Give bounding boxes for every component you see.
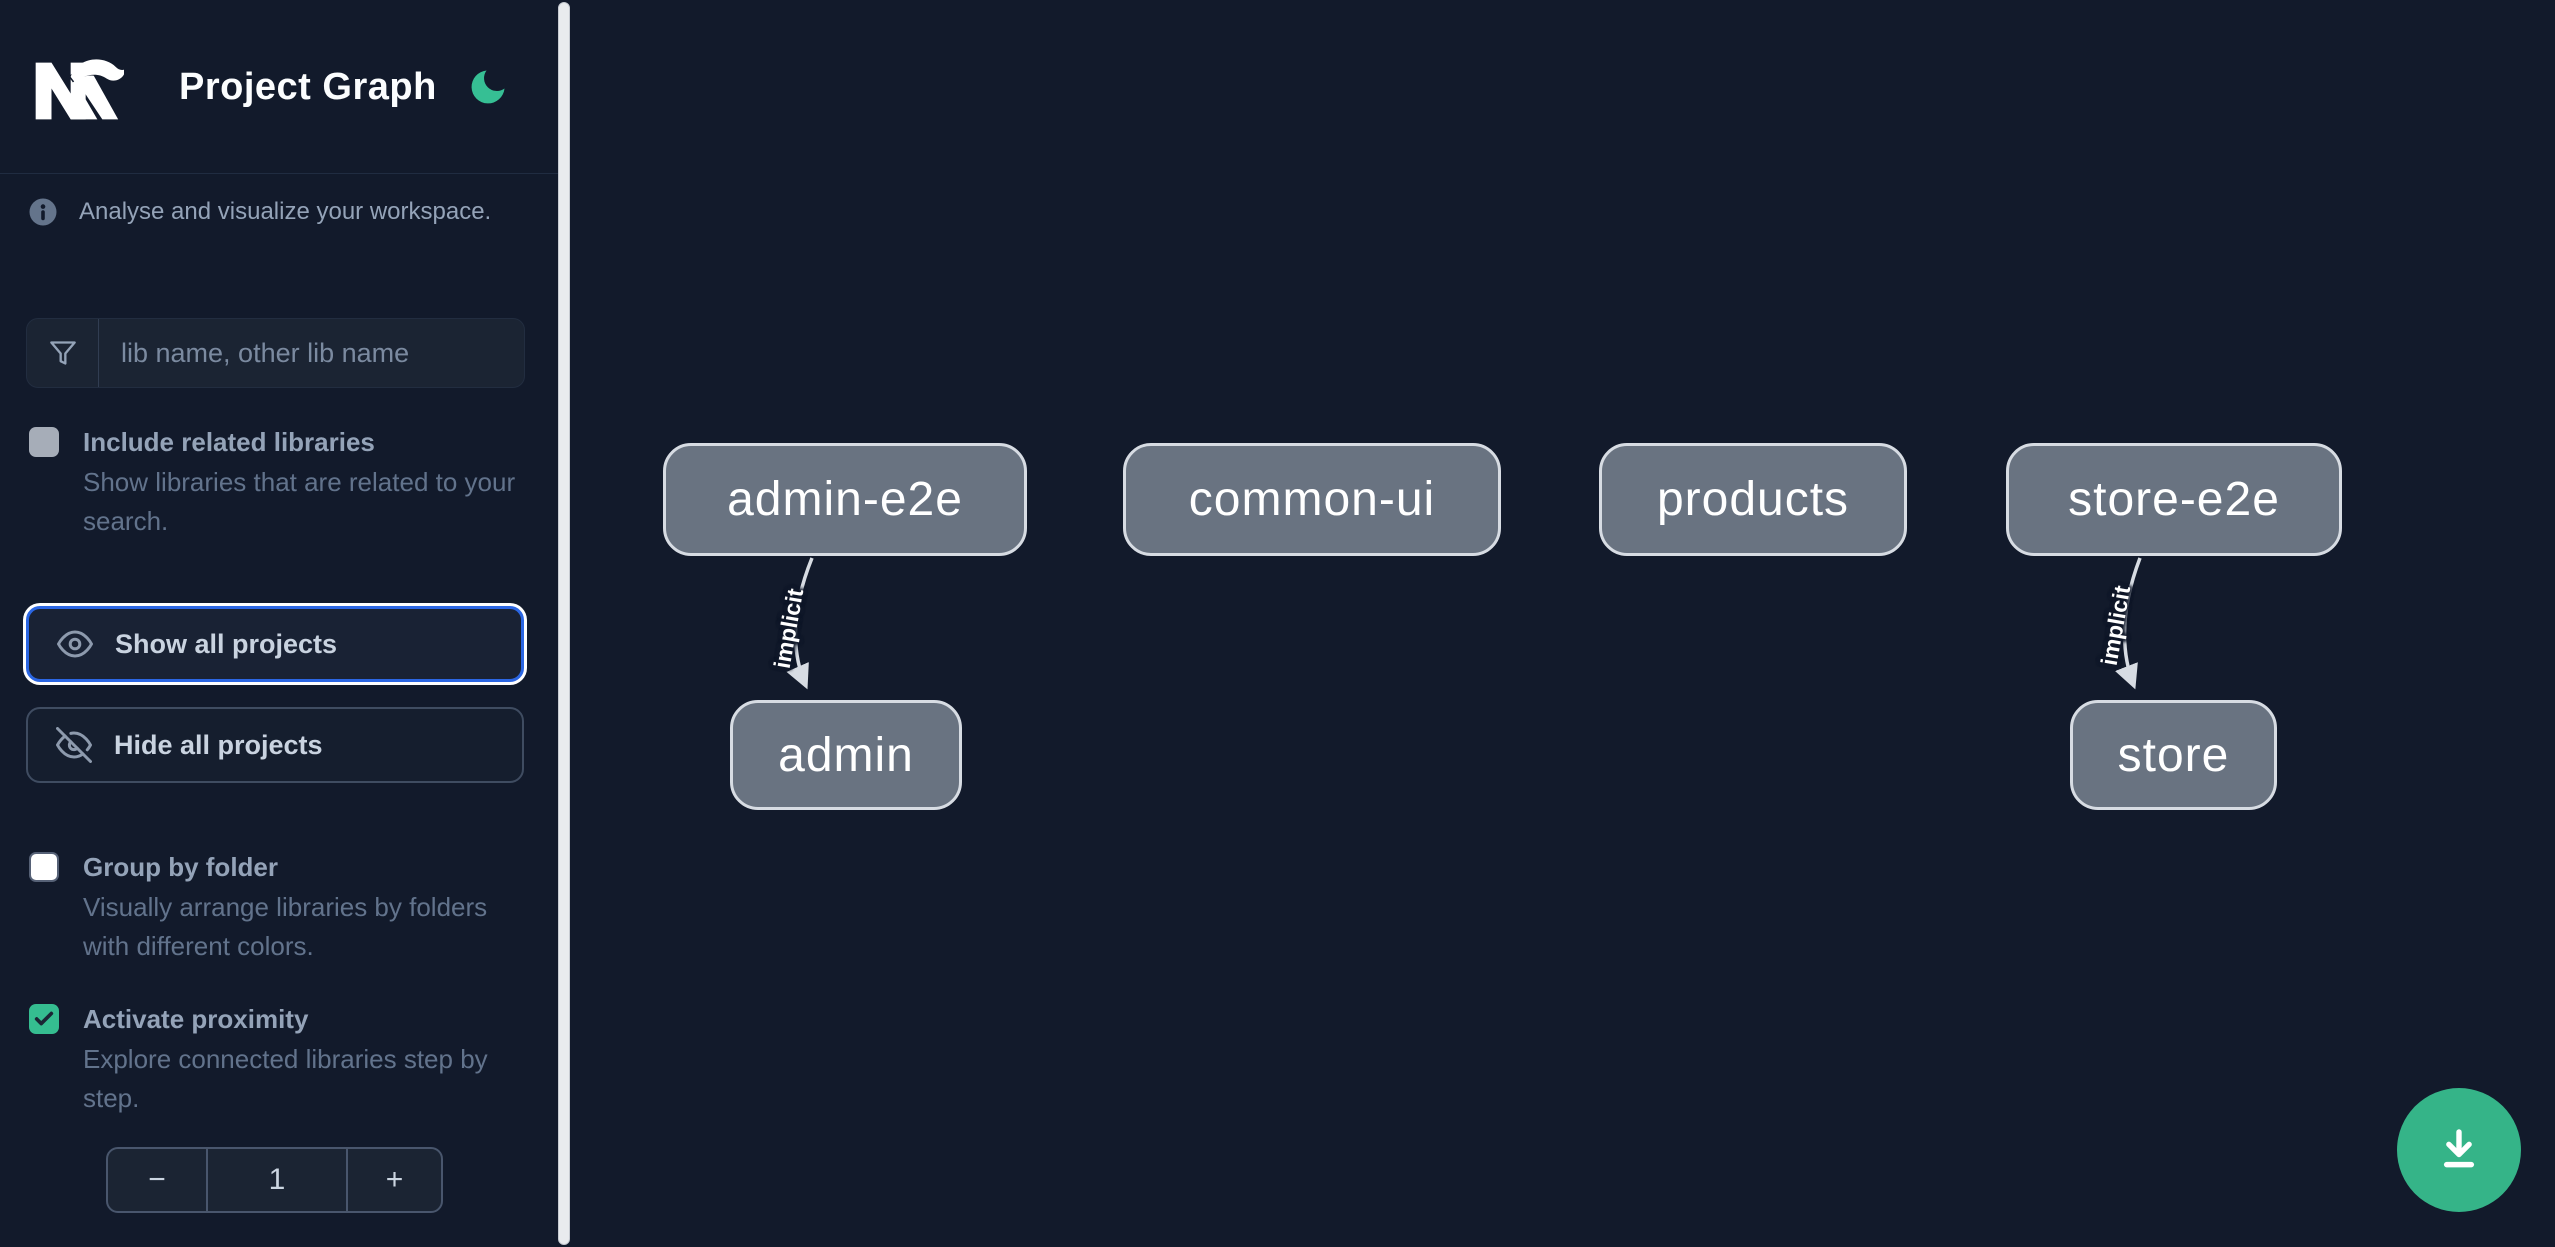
eye-off-icon (56, 727, 92, 763)
graph-node-common-ui[interactable]: common-ui (1123, 443, 1501, 556)
include-related-description: Show libraries that are related to your … (83, 467, 516, 536)
group-by-folder-checkbox[interactable] (29, 852, 59, 882)
sidebar: Project Graph Analyse and visualize your… (0, 0, 558, 1247)
info-text: Analyse and visualize your workspace. (79, 198, 492, 225)
search-input[interactable] (99, 319, 524, 387)
theme-toggle-button[interactable] (458, 60, 518, 116)
activate-proximity-checkbox[interactable] (29, 1004, 59, 1034)
proximity-increment-button[interactable]: + (348, 1149, 441, 1211)
checkbox-row-activate-proximity: Activate proximity Explore connected lib… (29, 1002, 529, 1118)
hide-all-projects-label: Hide all projects (114, 729, 323, 760)
checkmark-icon (34, 1011, 54, 1026)
include-related-label[interactable]: Include related libraries (83, 427, 375, 457)
include-related-checkbox[interactable] (29, 427, 59, 457)
eye-icon (57, 630, 93, 658)
info-icon (29, 198, 57, 226)
graph-node-admin[interactable]: admin (730, 700, 962, 810)
edge-label-implicit: implicit (2095, 583, 2136, 668)
filter-funnel-icon (27, 319, 99, 387)
edge-label-implicit: implicit (768, 586, 809, 671)
graph-node-products[interactable]: products (1599, 443, 1907, 556)
group-by-folder-label[interactable]: Group by folder (83, 852, 278, 882)
graph-node-admin-e2e[interactable]: admin-e2e (663, 443, 1027, 556)
checkbox-row-include-related: Include related libraries Show libraries… (29, 425, 529, 541)
sidebar-resize-handle[interactable] (558, 2, 570, 1245)
moon-icon (471, 70, 505, 103)
checkbox-row-group-by-folder: Group by folder Visually arrange librari… (29, 850, 529, 966)
proximity-decrement-button[interactable]: − (108, 1149, 206, 1211)
graph-node-store[interactable]: store (2070, 700, 2277, 810)
hide-all-projects-button[interactable]: Hide all projects (26, 707, 524, 783)
show-all-projects-button[interactable]: Show all projects (26, 606, 524, 682)
show-all-projects-label: Show all projects (115, 628, 338, 659)
proximity-stepper: − 1 + (106, 1147, 443, 1213)
nx-logo-icon (35, 59, 124, 120)
graph-node-store-e2e[interactable]: store-e2e (2006, 443, 2342, 556)
proximity-value[interactable]: 1 (206, 1149, 348, 1211)
edge-store-e2e-store (2115, 557, 2142, 690)
download-icon (2443, 1129, 2475, 1168)
search-box (26, 318, 525, 388)
group-by-folder-description: Visually arrange libraries by folders wi… (83, 892, 488, 961)
activate-proximity-description: Explore connected libraries step by step… (83, 1044, 488, 1113)
activate-proximity-label[interactable]: Activate proximity (83, 1004, 309, 1034)
page-title: Project Graph (179, 66, 437, 108)
workspace-info: Analyse and visualize your workspace. (29, 198, 491, 226)
sidebar-header: Project Graph (0, 0, 558, 174)
download-graph-button[interactable] (2397, 1088, 2521, 1212)
edge-admin-e2e-admin (786, 557, 814, 690)
